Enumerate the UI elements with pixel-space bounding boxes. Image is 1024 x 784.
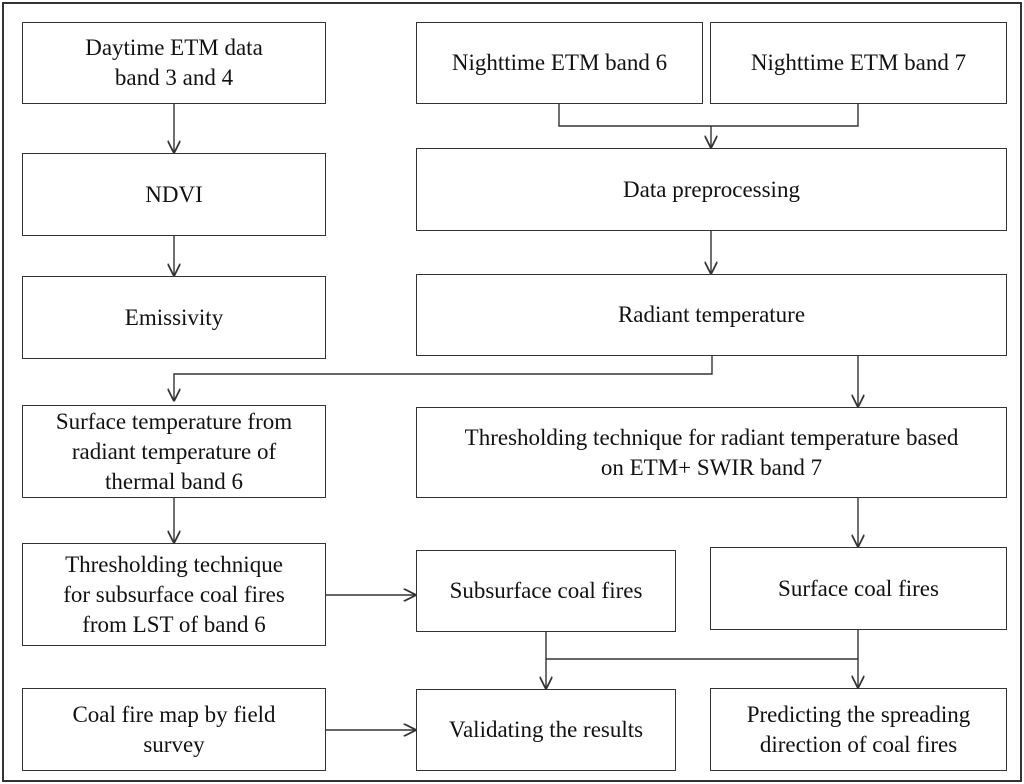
arrow-radiant-to-surface-temp (174, 356, 713, 400)
node-threshold-radiant-label: Thresholding technique for radiant tempe… (464, 424, 959, 480)
node-coal-fire-map: Coal fire map by field survey (22, 688, 326, 771)
node-surface-temperature: Surface temperature from radiant tempera… (22, 405, 326, 498)
node-predicting-label: Predicting the spreading direction of co… (746, 701, 971, 757)
node-surface-fires-label: Surface coal fires (778, 575, 939, 601)
node-predicting: Predicting the spreading direction of co… (710, 688, 1007, 771)
node-daytime-etm-label: Daytime ETM data band 3 and 4 (85, 35, 263, 90)
node-daytime-etm: Daytime ETM data band 3 and 4 (22, 22, 326, 104)
node-validating: Validating the results (416, 689, 676, 771)
node-subsurface-fires-label: Subsurface coal fires (449, 578, 643, 603)
node-emissivity: Emissivity (22, 276, 326, 359)
node-radiant-temperature: Radiant temperature (416, 274, 1007, 356)
node-data-preprocessing-label: Data preprocessing (623, 176, 800, 202)
node-surface-fires: Surface coal fires (710, 547, 1007, 630)
node-surface-temperature-label: Surface temperature from radiant tempera… (55, 408, 293, 494)
node-validating-label: Validating the results (448, 717, 644, 742)
node-threshold-subsurface: Thresholding technique for subsurface co… (22, 543, 326, 646)
node-radiant-temperature-label: Radiant temperature (617, 302, 806, 327)
node-emissivity-label: Emissivity (124, 304, 224, 330)
node-ndvi: NDVI (22, 153, 326, 236)
node-nighttime-band6-label: Nighttime ETM band 6 (451, 50, 668, 75)
node-data-preprocessing: Data preprocessing (416, 148, 1007, 231)
node-ndvi-label: NDVI (145, 181, 203, 207)
node-nighttime-band7: Nighttime ETM band 7 (710, 22, 1007, 104)
connector-nighttime-merge (558, 104, 859, 127)
node-coal-fire-map-label: Coal fire map by field survey (72, 701, 276, 757)
node-subsurface-fires: Subsurface coal fires (416, 550, 676, 632)
node-threshold-radiant: Thresholding technique for radiant tempe… (416, 407, 1007, 498)
node-nighttime-band6: Nighttime ETM band 6 (416, 22, 703, 104)
node-threshold-subsurface-label: Thresholding technique for subsurface co… (63, 551, 285, 637)
node-nighttime-band7-label: Nighttime ETM band 7 (750, 50, 967, 75)
